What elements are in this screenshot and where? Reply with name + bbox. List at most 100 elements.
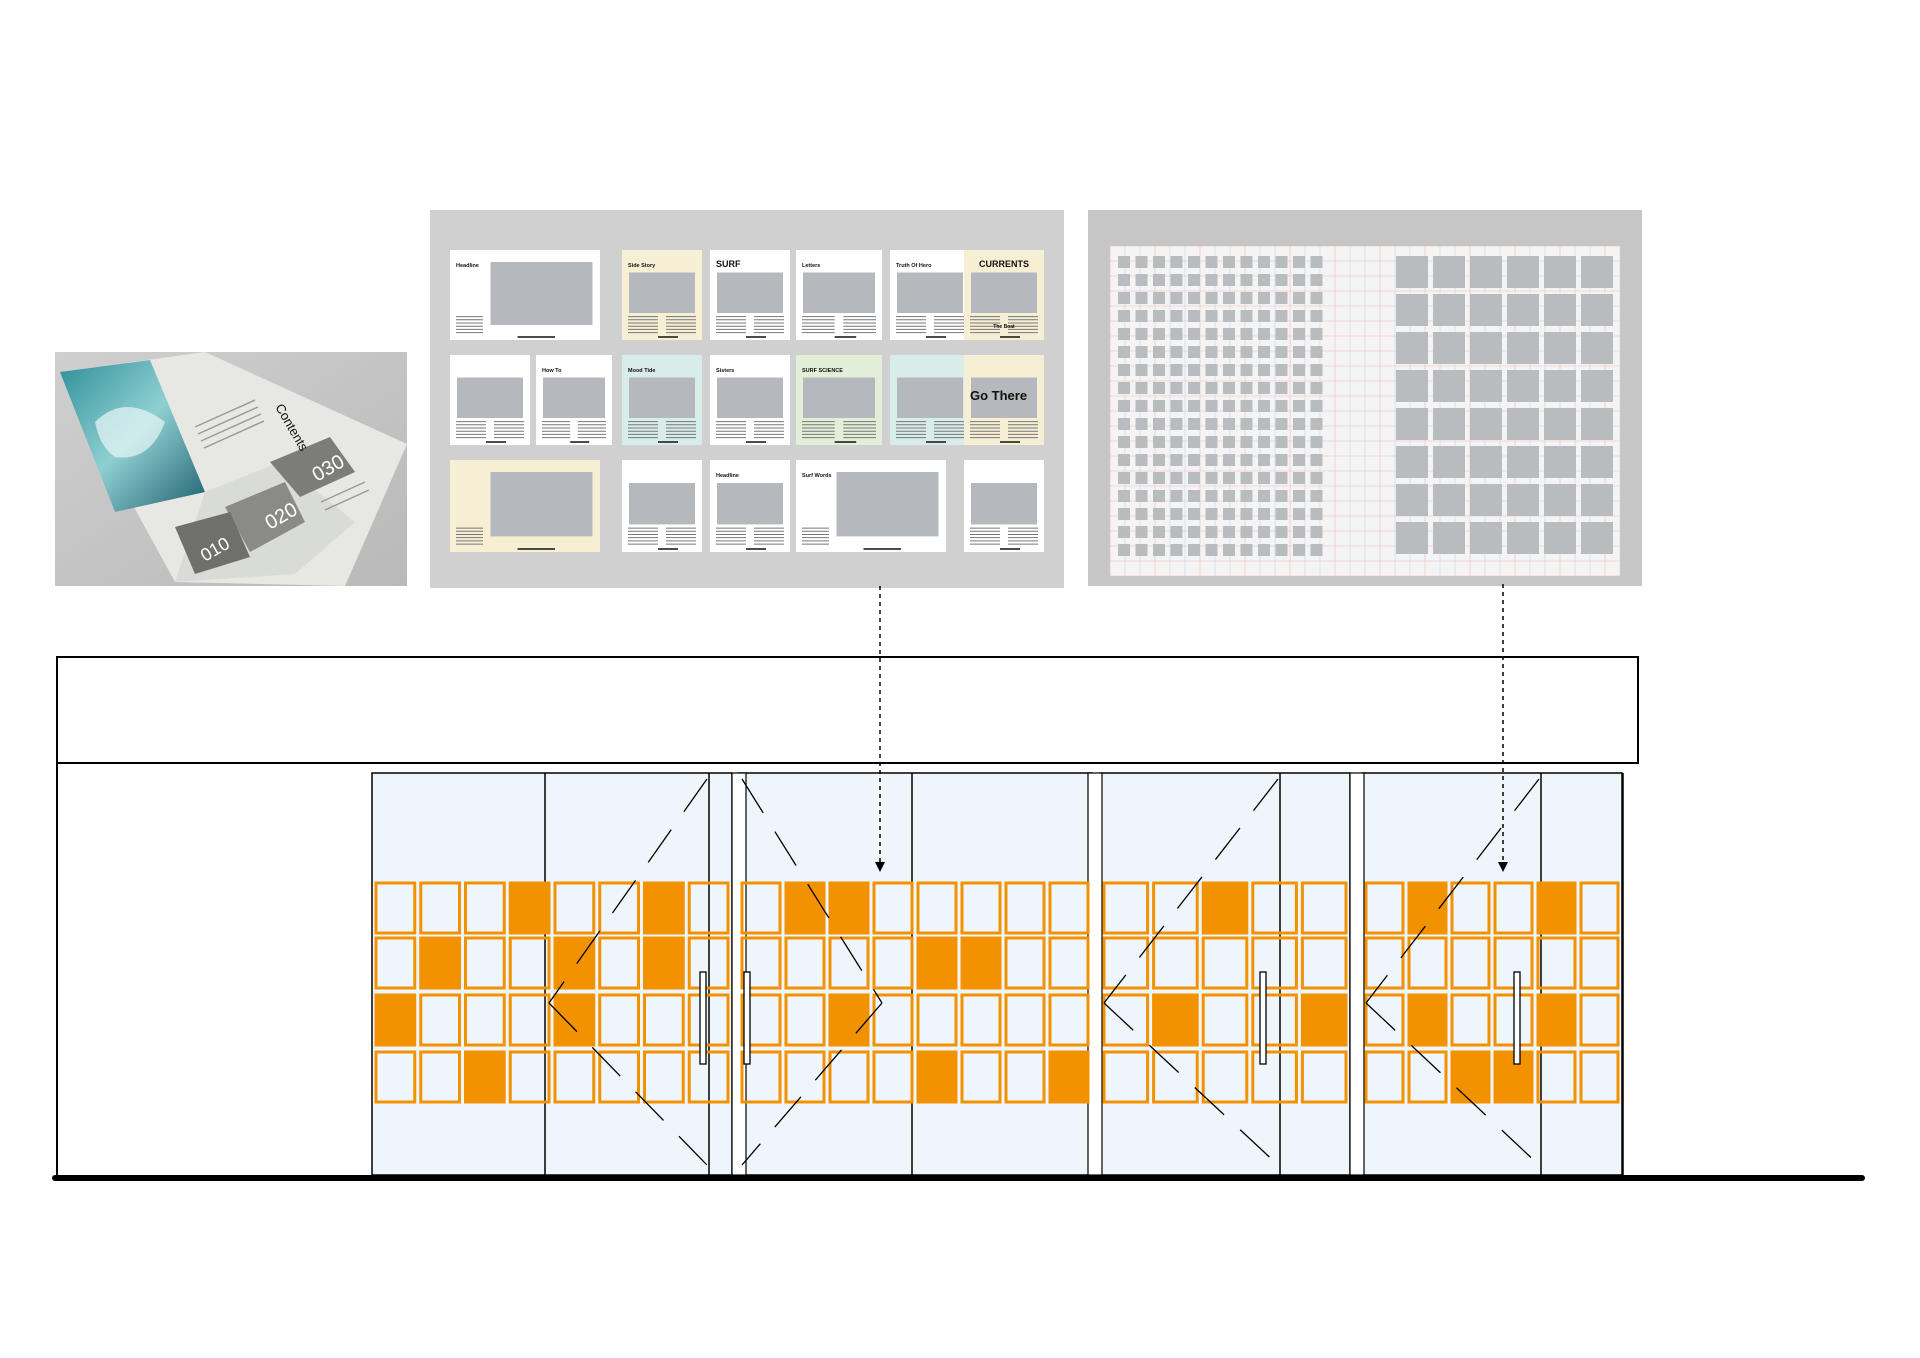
spread-thumbnail: Sisters: [710, 355, 790, 445]
grid-module: [1433, 408, 1465, 440]
grid-module: [1240, 364, 1253, 376]
grid-module: [1205, 292, 1218, 304]
structural-post: [1349, 772, 1365, 1176]
door-handle: [1259, 971, 1267, 1065]
grid-module: [1581, 408, 1613, 440]
grid-module: [1153, 364, 1165, 376]
orange-module-outline: [1201, 1050, 1249, 1104]
grid-module: [1310, 346, 1323, 358]
orange-module-filled: [1048, 1050, 1090, 1104]
grid-module: [1188, 526, 1200, 538]
orange-module-outline: [1004, 1050, 1046, 1104]
orange-module-filled: [553, 993, 596, 1047]
grid-module: [1258, 544, 1270, 556]
grid-module: [1240, 328, 1253, 340]
orange-module-outline: [740, 936, 782, 990]
grid-module: [1135, 490, 1148, 502]
grid-module: [1223, 328, 1235, 340]
orange-module-filled: [643, 881, 685, 935]
grid-module: [1396, 522, 1428, 554]
grid-module: [1118, 328, 1130, 340]
grid-module: [1581, 484, 1613, 516]
grid-module: [1544, 370, 1576, 402]
grid-module: [1188, 454, 1200, 466]
grid-module: [1135, 256, 1148, 268]
grid-module: [1188, 310, 1200, 322]
grid-module: [1240, 400, 1253, 412]
grid-module: [1153, 454, 1165, 466]
grid-module: [1581, 294, 1613, 326]
grid-module: [1293, 490, 1305, 502]
orange-module-filled: [1536, 993, 1577, 1047]
grid-module: [1396, 370, 1428, 402]
orange-module-outline: [1450, 936, 1491, 990]
grid-module: [1118, 346, 1130, 358]
grid-module: [1310, 472, 1323, 484]
glass-bay: [1099, 772, 1351, 1176]
orange-module-outline: [872, 993, 914, 1047]
grid-module: [1205, 526, 1218, 538]
spread-thumbnail: Headline: [710, 460, 790, 552]
grid-module: [1396, 446, 1428, 478]
grid-module: [1170, 364, 1183, 376]
grid-module: [1544, 332, 1576, 364]
orange-module-outline: [872, 936, 914, 990]
grid-module: [1240, 472, 1253, 484]
orange-module-outline: [828, 936, 870, 990]
grid-module: [1275, 310, 1288, 322]
grid-module: [1581, 446, 1613, 478]
grid-module: [1153, 400, 1165, 412]
grid-module: [1153, 472, 1165, 484]
grid-module: [1258, 256, 1270, 268]
grid-sheet-panel: [1088, 210, 1642, 586]
grid-module: [1170, 346, 1183, 358]
grid-module: [1293, 292, 1305, 304]
grid-module: [1275, 526, 1288, 538]
grid-module: [1188, 400, 1200, 412]
structural-post: [1087, 772, 1103, 1176]
orange-module-outline: [1579, 1050, 1620, 1104]
grid-module: [1205, 490, 1218, 502]
grid-module: [1223, 256, 1235, 268]
orange-module-outline: [1004, 881, 1046, 935]
spread-heading: Side Story: [628, 263, 656, 269]
spread-heading: Sisters: [716, 368, 734, 374]
grid-module: [1275, 436, 1288, 448]
grid-module: [1293, 418, 1305, 430]
grid-module: [1188, 292, 1200, 304]
spread-thumbnail: Headline: [450, 250, 600, 340]
grid-module: [1205, 418, 1218, 430]
orange-module-filled: [1536, 881, 1577, 935]
grid-module: [1153, 382, 1165, 394]
glass-bay: [371, 772, 733, 1176]
grid-module: [1310, 508, 1323, 520]
grid-module: [1396, 294, 1428, 326]
spread-thumbnail: [450, 355, 530, 445]
orange-module-outline: [1579, 993, 1620, 1047]
grid-module: [1223, 292, 1235, 304]
grid-module: [1188, 436, 1200, 448]
grid-module: [1223, 382, 1235, 394]
grid-module: [1135, 418, 1148, 430]
grid-module: [1396, 256, 1428, 288]
grid-module: [1258, 292, 1270, 304]
orange-module-outline: [687, 1050, 730, 1104]
orange-module-outline: [643, 1050, 685, 1104]
orange-module-outline: [1300, 881, 1348, 935]
orange-module-outline: [1364, 936, 1405, 990]
grid-module: [1223, 418, 1235, 430]
grid-module: [1118, 436, 1130, 448]
orange-module-outline: [1152, 936, 1199, 990]
grid-module: [1205, 508, 1218, 520]
grid-module: [1293, 364, 1305, 376]
grid-module: [1135, 274, 1148, 286]
grid-module: [1275, 544, 1288, 556]
grid-module: [1170, 382, 1183, 394]
grid-module: [1275, 382, 1288, 394]
orange-module-outline: [1536, 936, 1577, 990]
orange-module-outline: [1300, 1050, 1348, 1104]
orange-module-outline: [1493, 936, 1534, 990]
